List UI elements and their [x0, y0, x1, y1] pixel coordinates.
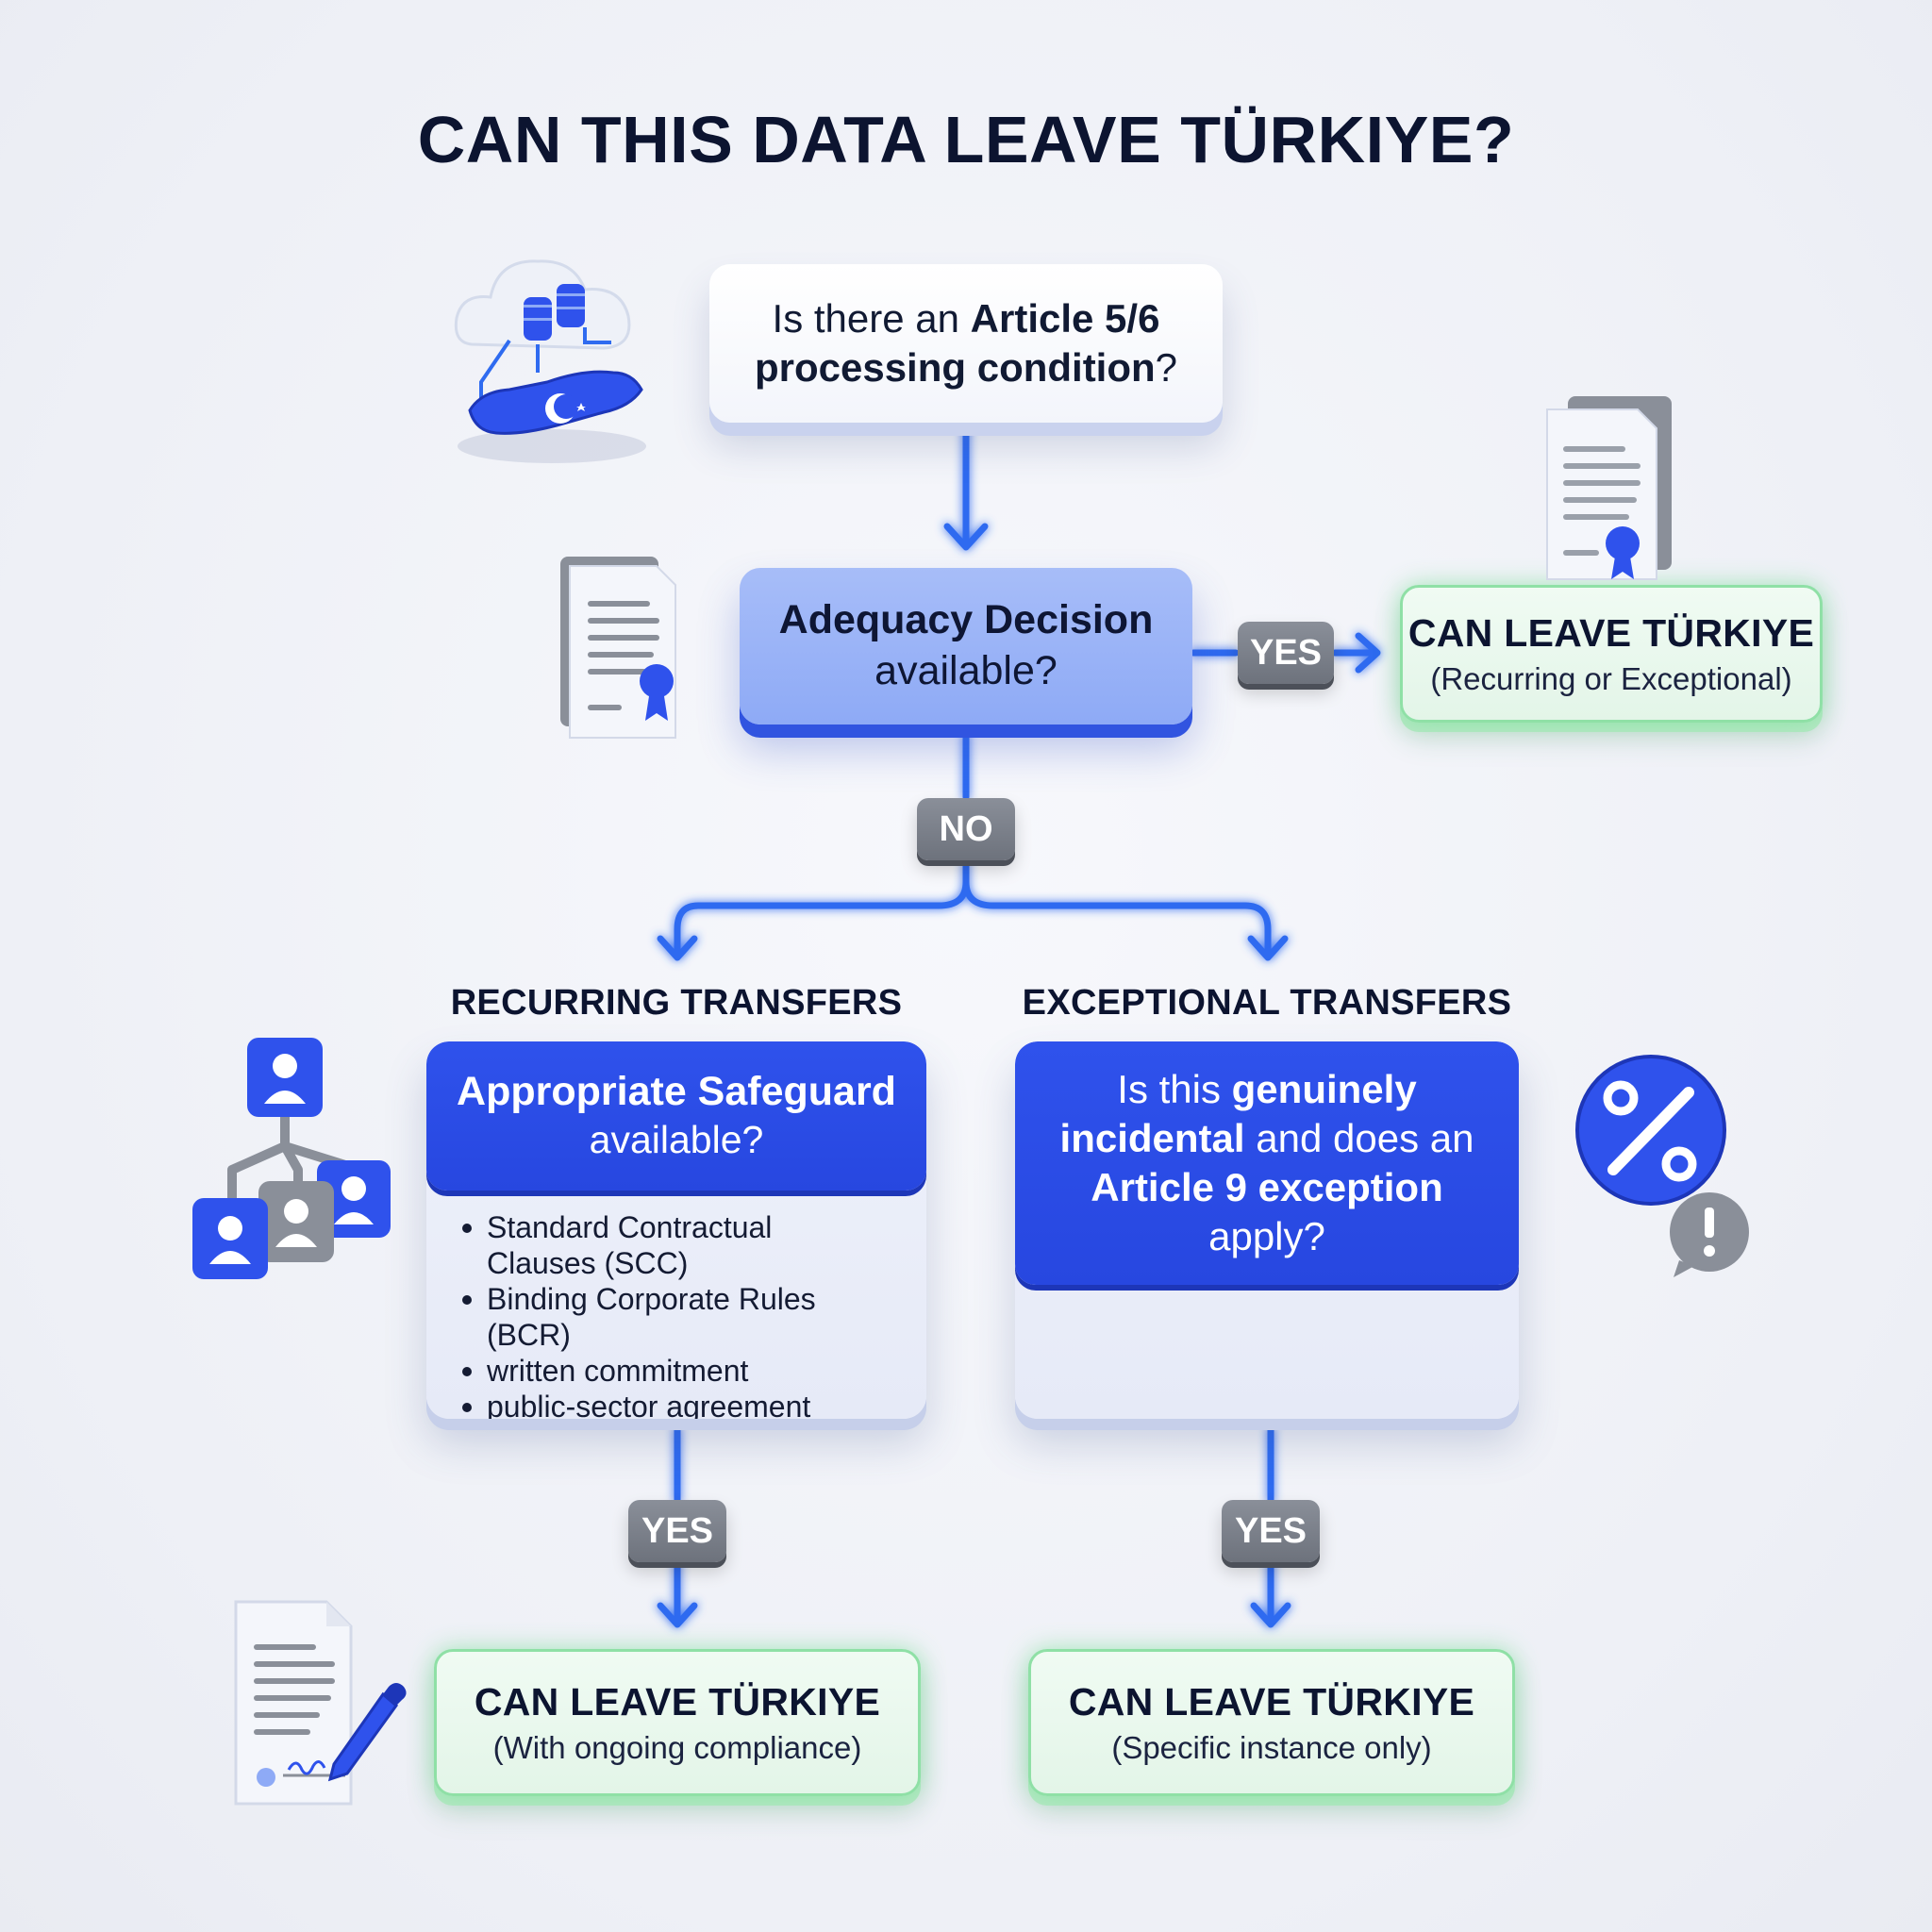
- processing-condition-box: Is there an Article 5/6 processing condi…: [709, 264, 1223, 423]
- list-item: Binding Corporate Rules (BCR): [462, 1281, 908, 1353]
- adequacy-decision-box: Adequacy Decision available?: [740, 568, 1192, 724]
- exceptional-pre: Is this: [1117, 1066, 1232, 1111]
- adequacy-rest: available?: [874, 648, 1058, 693]
- result-exceptional-main: CAN LEAVE TÜRKIYE: [1068, 1679, 1475, 1724]
- recurring-rest: available?: [589, 1118, 764, 1162]
- org-chart-people-icon: [185, 1028, 392, 1283]
- exceptional-post: apply?: [1208, 1214, 1325, 1259]
- exceptional-strong-article: Article 9 exception: [1091, 1165, 1443, 1209]
- result-exceptional: CAN LEAVE TÜRKIYE (Specific instance onl…: [1028, 1649, 1515, 1796]
- arrowhead-recurring: [657, 935, 698, 961]
- yes-badge-recurring: YES: [628, 1500, 726, 1562]
- result-exceptional-sub: (Specific instance only): [1111, 1729, 1432, 1765]
- recurring-transfers-label: RECURRING TRANSFERS: [450, 983, 903, 1023]
- arrowhead-result-exceptional: [1250, 1602, 1291, 1628]
- exceptional-card: Is this genuinely incidental and does an…: [1015, 1041, 1519, 1419]
- exceptional-card-header: Is this genuinely incidental and does an…: [1015, 1041, 1519, 1285]
- result-adequacy-sub: (Recurring or Exceptional): [1430, 660, 1792, 696]
- no-badge: NO: [917, 798, 1015, 860]
- exceptional-question: Is this genuinely incidental and does an…: [1041, 1065, 1492, 1261]
- arrowhead-adequacy: [943, 523, 989, 551]
- arrowhead-result-recurring: [657, 1602, 698, 1628]
- certificate-document-icon: [1540, 391, 1681, 592]
- arrowhead-result-adequacy: [1355, 632, 1381, 674]
- list-item: written commitment: [462, 1353, 908, 1389]
- yes-badge-exceptional: YES: [1222, 1500, 1320, 1562]
- result-recurring-sub: (With ongoing compliance): [492, 1729, 862, 1765]
- processing-condition-post: ?: [1155, 345, 1178, 390]
- exceptional-strong-incidental: genuinely incidental: [1059, 1066, 1417, 1160]
- result-recurring-main: CAN LEAVE TÜRKIYE: [474, 1679, 881, 1724]
- connector-split: [674, 859, 1272, 955]
- arrowhead-exceptional: [1247, 935, 1289, 961]
- processing-condition-pre: Is there an: [772, 295, 971, 341]
- page-title: CAN THIS DATA LEAVE TÜRKIYE?: [417, 103, 1515, 176]
- processing-condition-strong: processing condition: [754, 345, 1156, 390]
- result-recurring: CAN LEAVE TÜRKIYE (With ongoing complian…: [434, 1649, 921, 1796]
- exceptional-mid: and does an: [1244, 1115, 1474, 1160]
- list-item: public-sector agreement: [462, 1389, 908, 1419]
- cloud-database-turkiye-map-icon: [443, 231, 660, 467]
- list-item: Standard Contractual Clauses (SCC): [462, 1209, 908, 1281]
- processing-condition-line1: Is there an Article 5/6: [773, 294, 1160, 344]
- exceptional-transfers-label: EXCEPTIONAL TRANSFERS: [1022, 983, 1512, 1023]
- recurring-card-header: Appropriate Safeguard available?: [426, 1041, 926, 1191]
- processing-condition-line2: processing condition?: [755, 343, 1177, 393]
- safeguard-list: Standard Contractual Clauses (SCC) Bindi…: [426, 1191, 926, 1419]
- certificate-document-icon: [553, 547, 694, 755]
- result-adequacy-main: CAN LEAVE TÜRKIYE: [1407, 610, 1815, 655]
- adequacy-strong: Adequacy Decision: [778, 597, 1154, 643]
- result-adequacy: CAN LEAVE TÜRKIYE (Recurring or Exceptio…: [1400, 585, 1823, 723]
- processing-condition-article: Article 5/6: [970, 295, 1160, 341]
- yes-badge-adequacy: YES: [1238, 622, 1334, 684]
- recurring-strong: Appropriate Safeguard: [457, 1068, 896, 1114]
- percent-alert-icon: [1575, 1045, 1755, 1281]
- signed-document-pen-icon: [223, 1581, 411, 1817]
- recurring-card: Appropriate Safeguard available? Standar…: [426, 1041, 926, 1419]
